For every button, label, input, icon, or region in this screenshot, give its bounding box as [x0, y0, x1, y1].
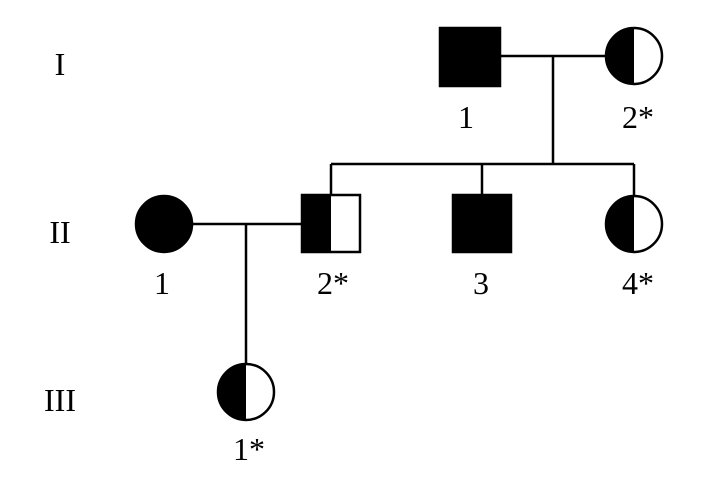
individual-iii-1	[216, 362, 276, 422]
generation-label-i: I	[55, 46, 66, 82]
generation-label-iii: III	[44, 382, 76, 418]
individual-label-i-1: 1	[458, 99, 474, 135]
carrier-female-symbol	[216, 362, 276, 422]
individual-ii-4	[604, 194, 664, 254]
individual-ii-3	[451, 193, 513, 254]
individual-label-iii-1: 1*	[233, 431, 265, 467]
affected-female-symbol	[134, 194, 194, 254]
individual-label-ii-3: 3	[473, 265, 489, 301]
affected-male-symbol	[451, 193, 513, 254]
affected-male-symbol	[438, 26, 502, 88]
carrier-female-symbol	[604, 194, 664, 254]
individual-ii-1	[134, 194, 194, 254]
individual-label-i-2: 2*	[622, 99, 654, 135]
carrier-female-half-fill	[606, 28, 634, 84]
individual-ii-2	[300, 193, 362, 254]
individual-label-ii-4: 4*	[622, 265, 654, 301]
individual-label-ii-1: 1	[154, 265, 170, 301]
individual-label-ii-2: 2*	[317, 265, 349, 301]
generation-label-ii: II	[49, 214, 70, 250]
individual-i-1	[438, 26, 502, 88]
pedigree-lines	[193, 54, 636, 364]
carrier-female-half-fill	[606, 196, 634, 252]
carrier-female-half-fill	[218, 364, 246, 420]
carrier-female-symbol	[604, 26, 664, 86]
individual-i-2	[604, 26, 664, 86]
carrier-male-symbol	[300, 193, 362, 254]
carrier-male-half-fill	[302, 195, 331, 252]
